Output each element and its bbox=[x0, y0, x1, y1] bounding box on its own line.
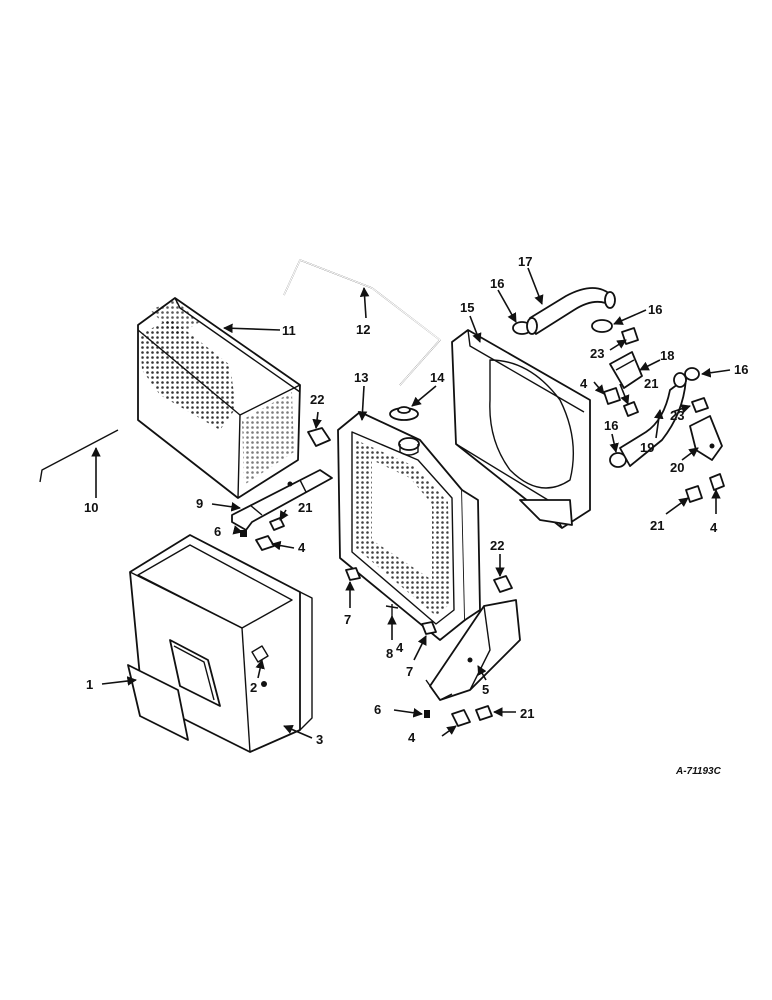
bolt-part-6-upper bbox=[240, 530, 247, 537]
support-bracket-part-5 bbox=[425, 599, 521, 701]
latch-part-2 bbox=[251, 645, 269, 663]
callout-7: 7 bbox=[344, 612, 351, 627]
grille-shroud-part-11 bbox=[137, 297, 301, 499]
pad-part-4-right-upper bbox=[603, 387, 621, 405]
callout-18: 18 bbox=[660, 348, 674, 363]
callout-22: 22 bbox=[310, 392, 324, 407]
callout-17: 17 bbox=[518, 254, 532, 269]
callout-13: 13 bbox=[354, 370, 368, 385]
pad-part-7-a bbox=[345, 567, 361, 581]
callout-4: 4 bbox=[580, 376, 588, 391]
pad-part-4-left bbox=[255, 535, 275, 551]
callout-9: 9 bbox=[196, 496, 203, 511]
callout-4: 4 bbox=[298, 540, 306, 555]
callout-4: 4 bbox=[396, 640, 404, 655]
fan-shroud-part-15 bbox=[451, 329, 591, 529]
pad-part-4-right-lower bbox=[709, 473, 725, 491]
pad-part-23-lower bbox=[691, 397, 709, 413]
leader-lines bbox=[91, 267, 731, 739]
clamp-part-16-c bbox=[684, 367, 700, 381]
callout-23: 23 bbox=[670, 408, 684, 423]
pad-part-21-right-upper bbox=[623, 401, 639, 417]
clamp-part-16-b bbox=[591, 319, 613, 333]
bracket-part-18 bbox=[609, 351, 643, 389]
pad-part-21-left bbox=[269, 517, 285, 531]
callout-7: 7 bbox=[406, 664, 413, 679]
drawing-code: A-71193C bbox=[675, 766, 722, 777]
rod-part-10 bbox=[39, 429, 119, 483]
callout-4: 4 bbox=[408, 730, 416, 745]
callout-16: 16 bbox=[604, 418, 618, 433]
callout-16: 16 bbox=[734, 362, 748, 377]
callout-16: 16 bbox=[490, 276, 504, 291]
pad-part-21-lower bbox=[475, 705, 493, 721]
callout-14: 14 bbox=[430, 370, 445, 385]
support-rod-part-12 bbox=[283, 259, 441, 386]
callout-3: 3 bbox=[316, 732, 323, 747]
bracket-part-20 bbox=[689, 415, 723, 461]
callout-16: 16 bbox=[648, 302, 662, 317]
callout-8: 8 bbox=[386, 646, 393, 661]
clip-part-22-lower bbox=[493, 575, 513, 593]
pad-part-21-right-lower bbox=[685, 485, 703, 503]
callout-21: 21 bbox=[644, 376, 658, 391]
callout-21: 21 bbox=[650, 518, 664, 533]
callout-19: 19 bbox=[640, 440, 654, 455]
callout-11: 11 bbox=[282, 323, 296, 338]
bolt-part-6-lower bbox=[424, 710, 430, 718]
screw-part-8 bbox=[385, 604, 399, 616]
callout-12: 12 bbox=[356, 322, 370, 337]
pad-part-4-lower bbox=[451, 709, 471, 727]
callout-20: 20 bbox=[670, 460, 684, 475]
callout-5: 5 bbox=[482, 682, 489, 697]
callout-4: 4 bbox=[710, 520, 718, 535]
callout-6: 6 bbox=[214, 524, 221, 539]
bracket-part-9 bbox=[231, 469, 333, 531]
upper-hose-part-17 bbox=[526, 287, 616, 335]
clip-part-22-upper bbox=[307, 427, 331, 447]
callout-10: 10 bbox=[84, 500, 98, 515]
panel-part-1 bbox=[127, 664, 189, 741]
callout-labels: 1 2 3 4 5 6 6 7 7 8 4 9 10 11 12 13 14 1… bbox=[84, 254, 748, 747]
callout-21: 21 bbox=[520, 706, 534, 721]
lower-hose-part-19 bbox=[619, 372, 687, 467]
callout-21: 21 bbox=[298, 500, 312, 515]
callout-2: 2 bbox=[250, 680, 257, 695]
cap-part-14 bbox=[389, 406, 419, 421]
callout-6: 6 bbox=[374, 702, 381, 717]
callout-23: 23 bbox=[590, 346, 604, 361]
pad-part-7-b bbox=[421, 621, 437, 635]
callout-15: 15 bbox=[460, 300, 474, 315]
callout-1: 1 bbox=[86, 677, 93, 692]
callout-22: 22 bbox=[490, 538, 504, 553]
